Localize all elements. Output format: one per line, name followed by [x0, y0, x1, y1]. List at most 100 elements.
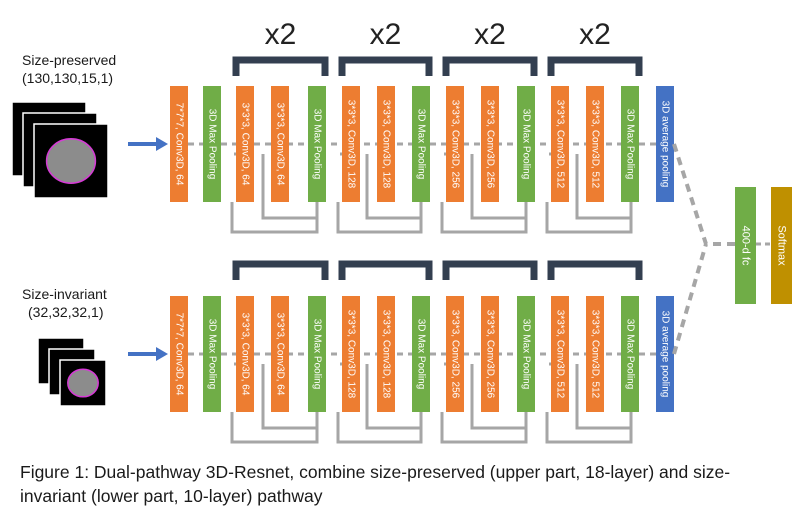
bottom-block-8: 3D Max Pooling — [412, 296, 430, 412]
bottom-repeat-bracket-4 — [547, 260, 643, 280]
top-block-8-rect — [412, 86, 430, 202]
top-repeat-bracket-4 — [547, 56, 643, 76]
top-block-10: 3*3*3, Conv3D, 256 — [481, 86, 499, 202]
figure-caption: Figure 1: Dual-pathway 3D-Resnet, combin… — [20, 462, 731, 506]
top-block-14-label: 3D Max Pooling — [625, 109, 636, 180]
bottom-block-13: 3*3*3, Conv3D, 512 — [586, 296, 604, 412]
top-block-1: 7*7*7, Conv3D, 64 — [170, 86, 188, 202]
top-repeat-bracket-1 — [232, 56, 329, 76]
bottom-block-6-label: 3*3*3, Conv3D, 128 — [346, 310, 357, 399]
bottom-block-10: 3*3*3, Conv3D, 256 — [481, 296, 499, 412]
bottom-block-11-label: 3D Max Pooling — [521, 319, 532, 390]
bottom-block-8-label: 3D Max Pooling — [416, 319, 427, 390]
bottom-repeat-bracket-1 — [232, 260, 329, 280]
top-block-3-rect — [236, 86, 254, 202]
repeat-label-4: x2 — [579, 18, 611, 51]
top-block-6: 3*3*3, Conv3D, 128 — [342, 86, 360, 202]
top-block-15-rect — [656, 86, 674, 202]
bottom-block-6: 3*3*3, Conv3D, 128 — [342, 296, 360, 412]
bottom-block-14-rect — [621, 296, 639, 412]
head-block-softmax-label: Softmax — [776, 225, 788, 266]
top-block-7: 3*3*3, Conv3D, 128 — [377, 86, 395, 202]
bottom-repeat-bracket-2 — [338, 260, 433, 280]
bottom-block-15-label: 3D average pooling — [660, 311, 671, 398]
top-block-15-label: 3D average pooling — [660, 101, 671, 188]
bottom-block-10-rect — [481, 296, 499, 412]
repeat-label-2: x2 — [370, 18, 402, 51]
top-block-4: 3*3*3, Conv3D, 64 — [271, 86, 289, 202]
bottom-block-5-rect — [308, 296, 326, 412]
top-block-8-label: 3D Max Pooling — [416, 109, 427, 180]
bottom-block-11: 3D Max Pooling — [517, 296, 535, 412]
top-block-3-label: 3*3*3, Conv3D, 64 — [240, 103, 251, 186]
top-block-11-rect — [517, 86, 535, 202]
bottom-block-12-label: 3*3*3, Conv3D, 512 — [555, 310, 566, 399]
bottom-block-14-label: 3D Max Pooling — [625, 319, 636, 390]
top-block-1-label: 7*7*7, Conv3D, 64 — [174, 103, 185, 186]
bottom-block-6-rect — [342, 296, 360, 412]
bottom-block-11-rect — [517, 296, 535, 412]
bottom-block-3-rect — [236, 296, 254, 412]
bottom-block-13-label: 3*3*3, Conv3D, 512 — [590, 310, 601, 399]
top-repeat-bracket-3 — [442, 56, 538, 76]
top-block-6-rect — [342, 86, 360, 202]
bottom-block-10-label: 3*3*3, Conv3D, 256 — [485, 310, 496, 399]
bottom-block-14: 3D Max Pooling — [621, 296, 639, 412]
top-block-7-label: 3*3*3, Conv3D, 128 — [381, 100, 392, 189]
bottom-block-3-label: 3*3*3, Conv3D, 64 — [240, 313, 251, 396]
top-pathway-shape: (130,130,15,1) — [22, 70, 114, 86]
bottom-block-13-rect — [586, 296, 604, 412]
bottom-block-4: 3*3*3, Conv3D, 64 — [271, 296, 289, 412]
top-pathway-title: Size-preserved — [22, 52, 117, 68]
top-block-6-label: 3*3*3, Conv3D, 128 — [346, 100, 357, 189]
top-block-14-rect — [621, 86, 639, 202]
bottom-pathway-title: Size-invariant — [22, 286, 107, 302]
bottom-block-5-label: 3D Max Pooling — [312, 319, 323, 390]
bottom-input-image-3 — [59, 359, 107, 407]
repeat-label-3: x2 — [474, 18, 506, 51]
top-block-11-label: 3D Max Pooling — [521, 109, 532, 180]
bottom-block-9-rect — [446, 296, 464, 412]
top-block-5: 3D Max Pooling — [308, 86, 326, 202]
top-input-image-3 — [33, 123, 109, 199]
bottom-block-9-label: 3*3*3, Conv3D, 256 — [450, 310, 461, 399]
top-block-13-rect — [586, 86, 604, 202]
bottom-block-7-label: 3*3*3, Conv3D, 128 — [381, 310, 392, 399]
bottom-block-7-rect — [377, 296, 395, 412]
head-block-softmax-rect — [771, 187, 792, 304]
top-block-12-label: 3*3*3, Conv3D, 512 — [555, 100, 566, 189]
repeat-label-1: x2 — [265, 18, 297, 51]
bottom-repeat-bracket-3 — [442, 260, 538, 280]
top-block-7-rect — [377, 86, 395, 202]
top-block-12-rect — [551, 86, 569, 202]
bottom-block-4-rect — [271, 296, 289, 412]
bottom-block-3: 3*3*3, Conv3D, 64 — [236, 296, 254, 412]
top-block-11: 3D Max Pooling — [517, 86, 535, 202]
top-block-1-rect — [170, 86, 188, 202]
top-block-9-rect — [446, 86, 464, 202]
top-block-12: 3*3*3, Conv3D, 512 — [551, 86, 569, 202]
top-block-8: 3D Max Pooling — [412, 86, 430, 202]
bottom-block-12: 3*3*3, Conv3D, 512 — [551, 296, 569, 412]
bottom-block-15-rect — [656, 296, 674, 412]
head-block-fc: 400-d fc — [735, 187, 756, 304]
merge-line-bottom — [672, 243, 708, 355]
bottom-block-12-rect — [551, 296, 569, 412]
bottom-block-2: 3D Max Pooling — [203, 296, 221, 412]
bottom-block-8-rect — [412, 296, 430, 412]
top-block-2: 3D Max Pooling — [203, 86, 221, 202]
bottom-pathway-shape: (32,32,32,1) — [28, 304, 104, 320]
bottom-input-arrowhead — [156, 347, 168, 361]
top-block-2-rect — [203, 86, 221, 202]
top-block-9-label: 3*3*3, Conv3D, 256 — [450, 100, 461, 189]
bottom-block-15: 3D average pooling — [656, 296, 674, 412]
bottom-block-5: 3D Max Pooling — [308, 296, 326, 412]
top-block-9: 3*3*3, Conv3D, 256 — [446, 86, 464, 202]
top-block-13-label: 3*3*3, Conv3D, 512 — [590, 100, 601, 189]
top-block-5-rect — [308, 86, 326, 202]
bottom-block-7: 3*3*3, Conv3D, 128 — [377, 296, 395, 412]
head-block-softmax: Softmax — [771, 187, 792, 304]
top-block-10-label: 3*3*3, Conv3D, 256 — [485, 100, 496, 189]
merge-line-top — [672, 143, 735, 246]
